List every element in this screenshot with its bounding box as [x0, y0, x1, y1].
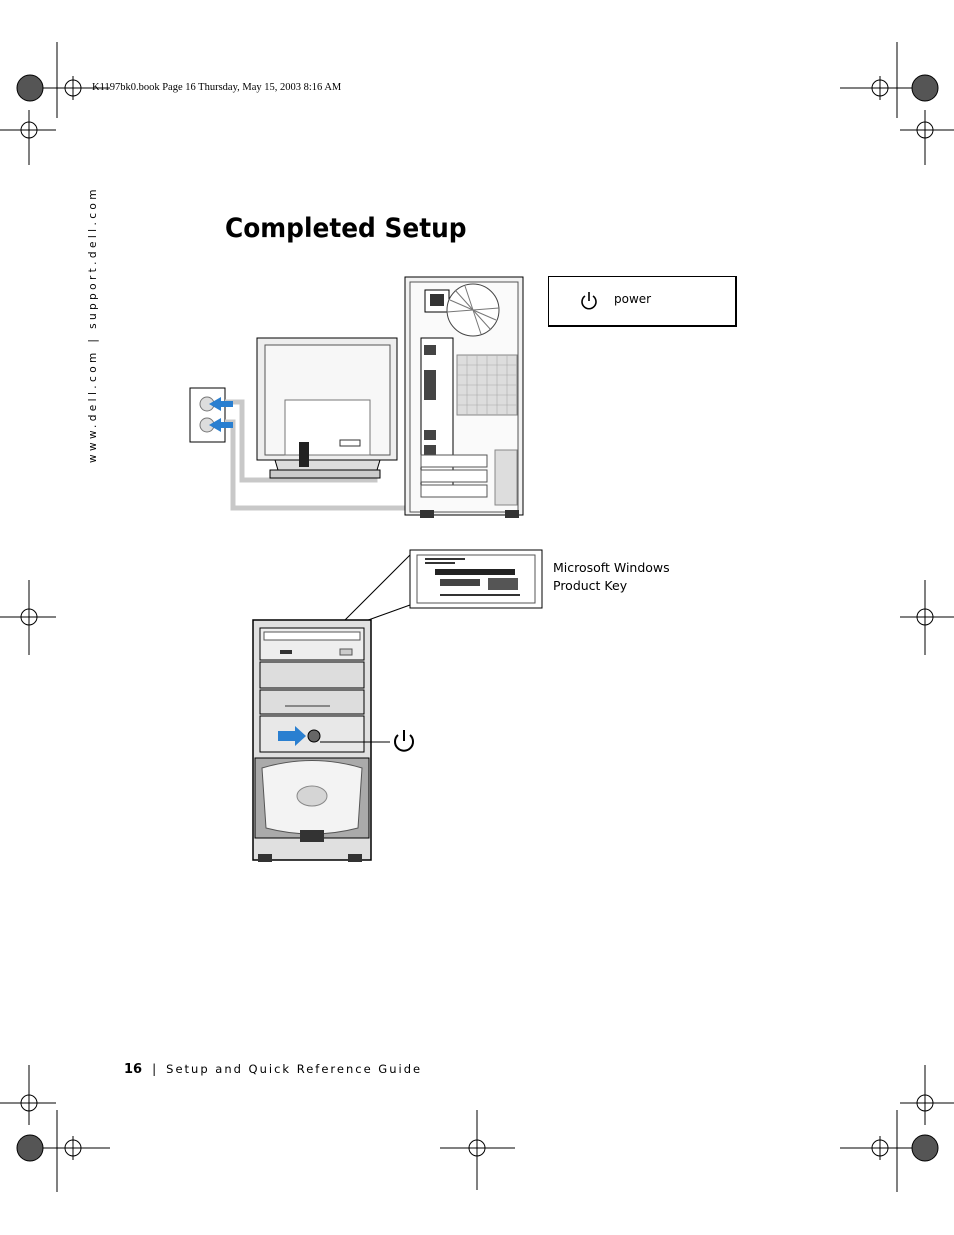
power-button-icon: [394, 730, 414, 752]
page-title: Completed Setup: [225, 213, 467, 244]
page-number: 16: [124, 1062, 143, 1077]
sidebar-url: www.dell.com | support.dell.com: [87, 186, 99, 463]
rear-setup-illustration: [189, 276, 524, 518]
product-key-callout-text: Microsoft Windows Product Key: [553, 560, 670, 593]
power-icon: [579, 291, 599, 315]
plug-arrows: [209, 397, 233, 432]
computer-rear: [404, 276, 524, 518]
footer-separator: |: [152, 1062, 157, 1076]
legend-box: power: [548, 276, 737, 327]
legend-label: power: [614, 292, 652, 306]
monitor: [256, 337, 398, 479]
product-key-label-callout: [344, 549, 543, 624]
wall-outlet: [189, 387, 226, 443]
guide-title: Setup and Quick Reference Guide: [166, 1062, 423, 1076]
page-footer: 16 | Setup and Quick Reference Guide: [124, 1062, 422, 1077]
book-info-header: K1197bk0.book Page 16 Thursday, May 15, …: [92, 82, 342, 93]
computer-front-illustration: [252, 619, 414, 862]
